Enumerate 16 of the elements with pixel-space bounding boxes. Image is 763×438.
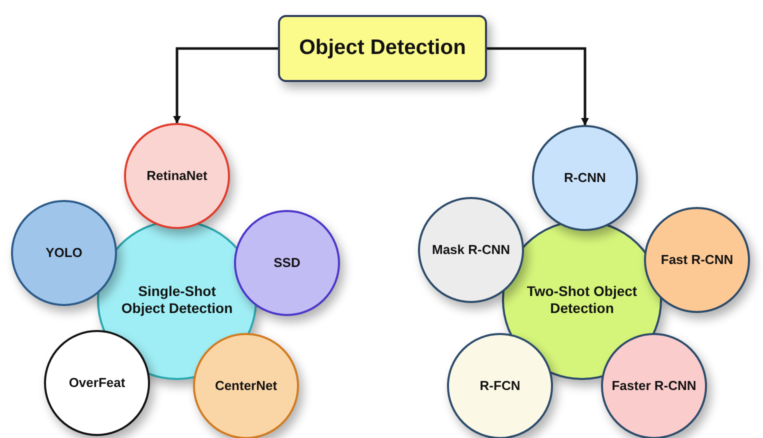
node-label: RetinaNet	[146, 168, 208, 184]
node-label: Faster R-CNN	[610, 378, 698, 394]
node-label: YOLO	[44, 244, 84, 262]
node-label: OverFeat	[68, 374, 126, 392]
node-label: R-CNN	[563, 170, 607, 186]
title-box	[278, 15, 487, 82]
node-label: CenterNet	[214, 378, 278, 394]
node-label: Two-Shot Object Detection	[526, 282, 638, 318]
node-label: Object Detection	[298, 35, 467, 62]
arrow	[173, 47, 278, 124]
node-label: Mask R-CNN	[430, 242, 511, 258]
node-label: Fast R-CNN	[660, 252, 734, 268]
node-label: R-FCN	[478, 378, 522, 394]
node-label: SSD	[272, 254, 302, 272]
node-label: Single-Shot Object Detection	[120, 282, 234, 318]
arrow	[487, 47, 589, 126]
